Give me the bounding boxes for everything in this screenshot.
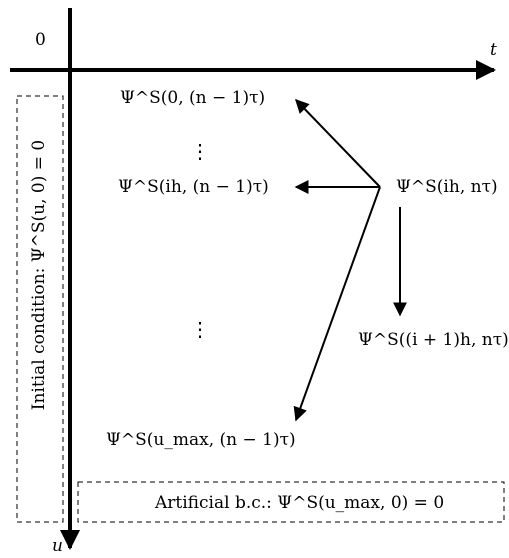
node-current: Ψ^S(ih, nτ) — [396, 177, 498, 197]
boundary-condition-box — [77, 481, 505, 523]
initial-condition-box — [16, 95, 64, 523]
node-bottom: Ψ^S(u_max, (n − 1)τ) — [106, 430, 296, 450]
arrow-to-bottom-node — [293, 186, 381, 422]
ellipsis-lower: ⋮ — [190, 317, 210, 341]
u-axis-label: u — [52, 536, 63, 556]
node-mid: Ψ^S(ih, (n − 1)τ) — [118, 177, 269, 197]
arrow-to-top-node — [295, 98, 381, 188]
initial-condition-label: Initial condition: Ψ^S(u, 0) = 0 — [29, 139, 49, 411]
node-top: Ψ^S(0, (n − 1)τ) — [120, 88, 266, 108]
boundary-condition-label: Artificial b.c.: Ψ^S(u_max, 0) = 0 — [155, 493, 445, 513]
ellipsis-upper: ⋮ — [190, 139, 210, 163]
node-next: Ψ^S((i + 1)h, nτ) — [358, 330, 509, 350]
t-axis-label: t — [490, 40, 497, 60]
origin-label: 0 — [35, 30, 46, 50]
